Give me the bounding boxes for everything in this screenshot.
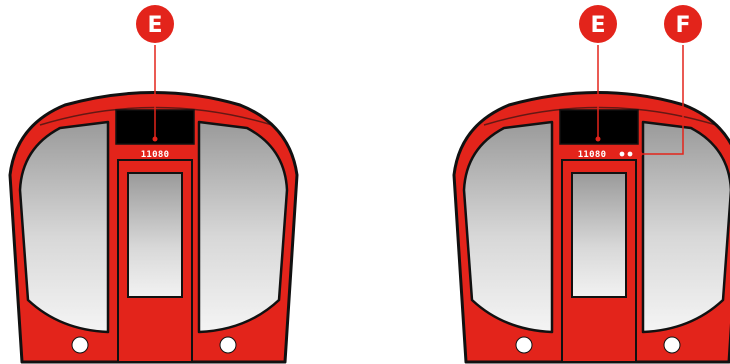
indicator-light-2	[628, 152, 633, 157]
right-train: 11080 E F	[454, 5, 730, 362]
indicator-light-1	[620, 152, 625, 157]
right-marker-f-label: F	[675, 13, 690, 38]
right-unit-number: 11080	[578, 150, 607, 160]
left-marker-e-label: E	[147, 13, 162, 38]
left-train: 11080 E	[10, 5, 297, 362]
right-marker-e-label: E	[590, 13, 605, 38]
left-unit-number: 11080	[141, 150, 170, 160]
